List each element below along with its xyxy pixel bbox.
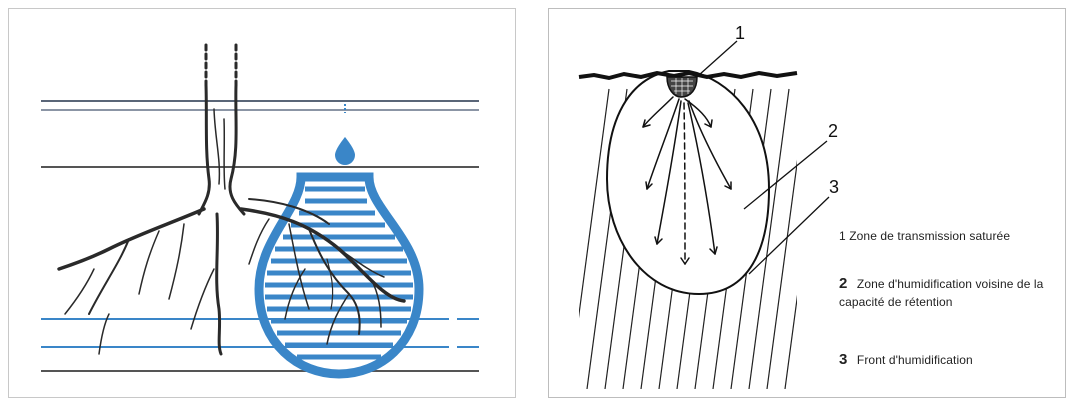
callout-number-2: 2 bbox=[828, 121, 838, 141]
legend-item-1: 1 Zone de transmission saturée bbox=[839, 227, 1010, 245]
legend-text-1: Zone de transmission saturée bbox=[849, 229, 1010, 243]
callout-number-1: 1 bbox=[735, 23, 745, 43]
legend-num-1: 1 bbox=[839, 229, 846, 243]
soil-moisture-illustration: 1 2 3 bbox=[549, 9, 1067, 399]
legend-text-2: Zone d'humidification voisine de la capa… bbox=[839, 277, 1043, 309]
tree-trunk bbox=[199, 45, 244, 214]
water-drop-icon bbox=[335, 137, 355, 165]
legend-item-3: 3 Front d'humidification bbox=[839, 351, 973, 369]
legend-num-2: 2 bbox=[839, 275, 847, 292]
legend-num-3: 3 bbox=[839, 351, 847, 368]
root-irrigation-diagram bbox=[8, 8, 516, 398]
legend-item-2: 2 Zone d'humidification voisine de la ca… bbox=[839, 275, 1059, 311]
leader-1 bbox=[699, 41, 737, 75]
callout-number-3: 3 bbox=[829, 177, 839, 197]
root-irrigation-illustration bbox=[9, 9, 517, 399]
legend-text-3: Front d'humidification bbox=[857, 353, 973, 367]
wet-zone-bulb bbox=[259, 177, 419, 374]
soil-moisture-diagram: 1 2 3 1 Zone de transmission saturée 2 Z… bbox=[548, 8, 1066, 398]
